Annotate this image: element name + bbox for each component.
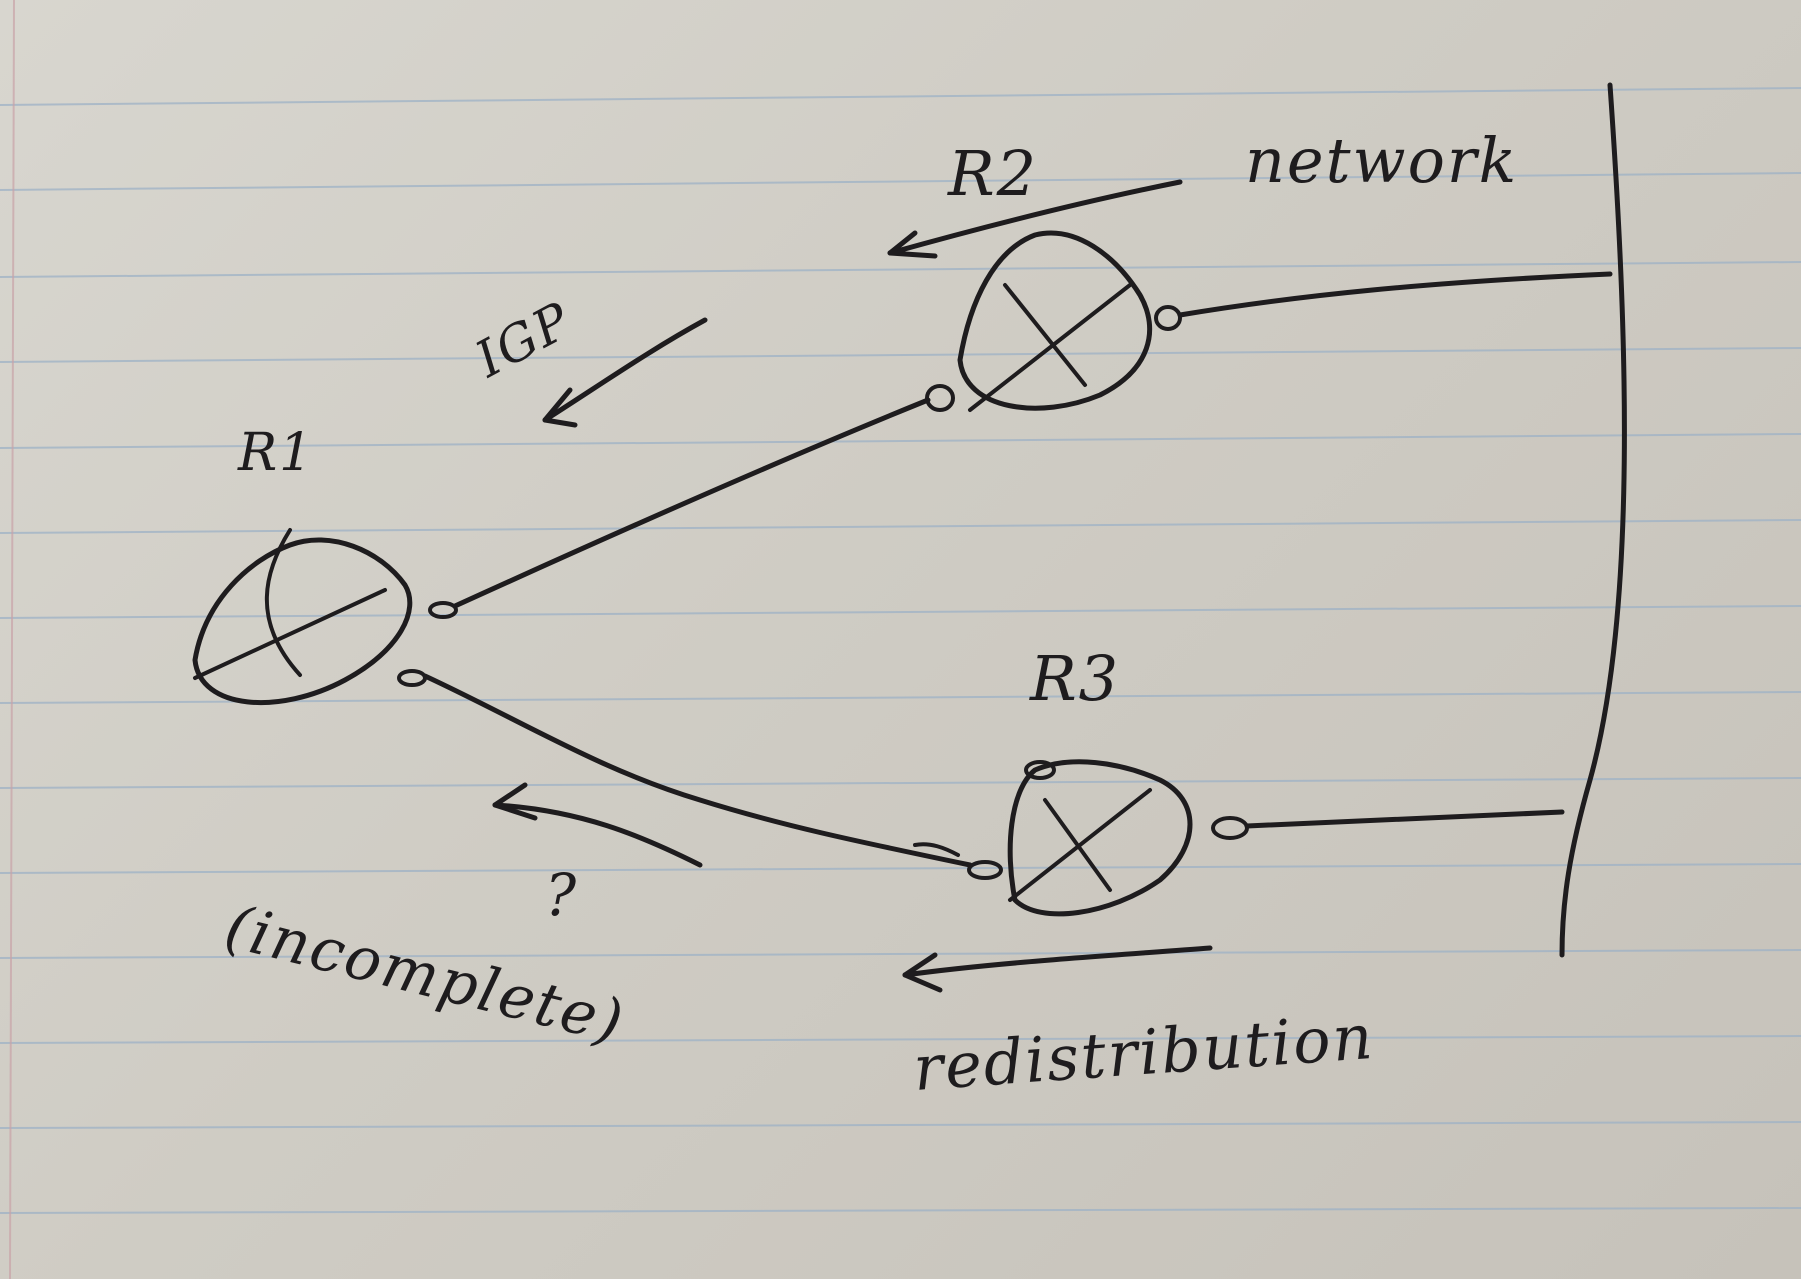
link-r3-network — [1244, 809, 1565, 829]
router-r2: R2 — [925, 137, 1182, 412]
link-r1-r2 — [452, 397, 931, 609]
arrow-r2 — [887, 179, 1183, 256]
arrow-igp — [542, 317, 708, 423]
arrow-question — [492, 802, 703, 868]
arrow-redistribution — [902, 945, 1213, 978]
arrow-question-head — [492, 782, 538, 821]
link-r1-r3 — [422, 673, 973, 868]
network-segment — [1559, 82, 1627, 958]
igp-label: IGP — [466, 291, 582, 389]
r2-label: R2 — [947, 137, 1038, 210]
network-label: network — [1245, 124, 1518, 197]
redistribution-label: redistribution — [911, 1000, 1377, 1105]
arrow-r2-head — [887, 230, 938, 259]
question-mark: ? — [545, 861, 578, 929]
link-r2-network — [1177, 271, 1613, 318]
router-r1: R1 — [192, 423, 458, 705]
links — [422, 82, 1627, 958]
link-r3-squiggle — [913, 842, 960, 857]
arrow-redistribution-head — [902, 952, 943, 993]
router-r3: R3 — [967, 642, 1249, 917]
annotation-arrows — [492, 179, 1213, 993]
arrow-igp-head — [542, 387, 578, 428]
r1-label: R1 — [237, 423, 314, 483]
r3-label: R3 — [1029, 642, 1120, 715]
